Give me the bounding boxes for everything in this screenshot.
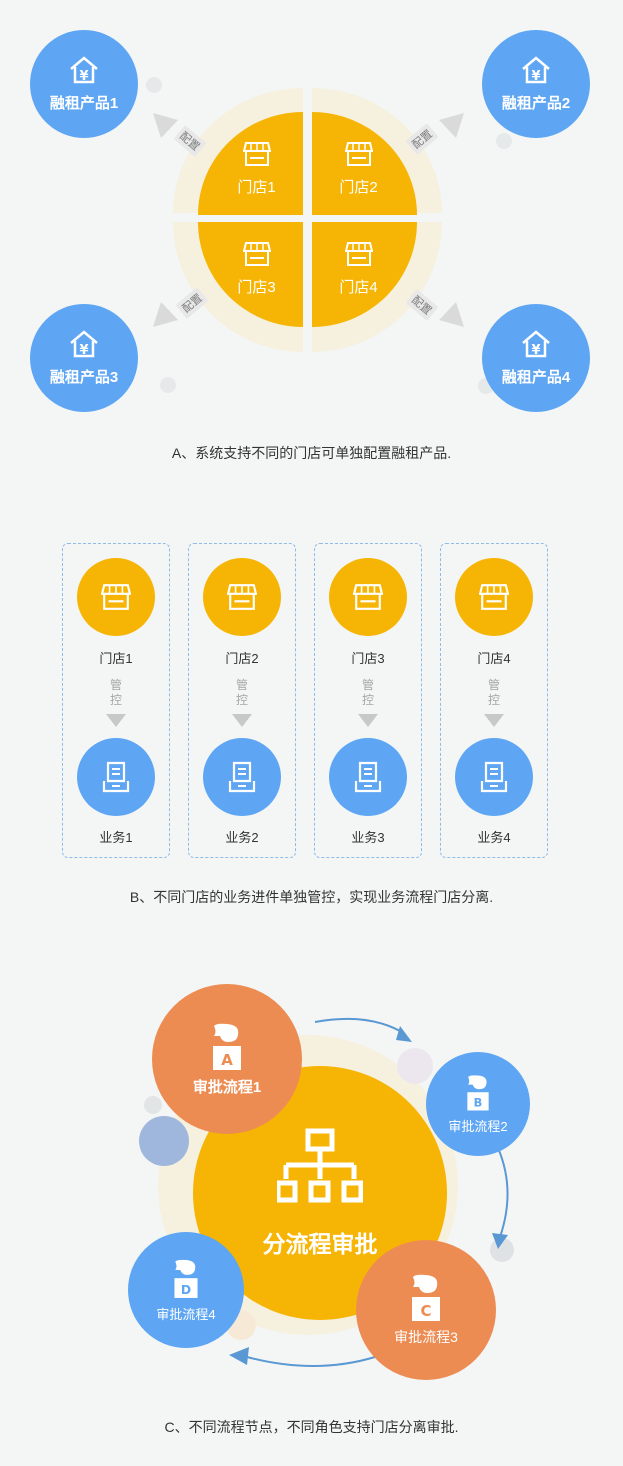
store-label: 门店2 [339,178,378,196]
store-icon [344,241,373,272]
decor-dot [144,1096,162,1114]
svg-text:¥: ¥ [79,343,88,358]
store-circle[interactable] [203,558,281,636]
store-circle[interactable] [329,558,407,636]
caption-c: C、不同流程节点，不同角色支持门店分离审批. [164,1419,459,1435]
control-label: 管控 [487,678,500,707]
svg-text:A: A [221,1051,233,1069]
config-arrow-icon [439,302,464,327]
store-circle[interactable] [77,558,155,636]
org-chart-icon [277,1128,363,1203]
curved-arrow-icon [229,1347,376,1367]
store-label: 门店2 [225,651,259,666]
store-label: 门店4 [339,278,378,296]
down-arrow-icon [484,714,504,727]
business-circle[interactable] [455,738,533,816]
store-label: 门店1 [99,651,133,666]
house-yen-icon: ¥ [520,55,552,90]
curved-arrow-icon [492,1147,509,1249]
store-label: 门店3 [351,651,385,666]
config-arrow-icon [439,113,464,138]
control-label: 管控 [361,678,374,707]
control-label: 管控 [235,678,248,707]
document-icon [480,761,508,793]
store-column-4: 门店4 管控 业务4 [440,543,548,858]
product-circle-2[interactable]: ¥ 融租产品2 [482,30,590,138]
business-label: 业务2 [225,830,259,845]
caption-b: B、不同门店的业务进件单独管控，实现业务流程门店分离. [129,889,494,905]
svg-text:¥: ¥ [531,69,540,84]
product-circle-3[interactable]: ¥ 融租产品3 [30,304,138,412]
store-icon [353,584,383,610]
business-label: 业务4 [477,830,511,845]
store-label: 门店1 [237,178,276,196]
person-badge-icon: D [174,1259,198,1298]
business-circle[interactable] [329,738,407,816]
house-yen-icon: ¥ [520,329,552,364]
product-circle-1[interactable]: ¥ 融租产品1 [30,30,138,138]
person-badge-icon: B [467,1074,489,1110]
store-label: 门店4 [477,651,511,666]
workflow-node-1[interactable]: A 审批流程1 [152,984,302,1134]
store-icon [227,584,257,610]
decor-dot [139,1116,189,1166]
svg-text:D: D [181,1282,191,1296]
store-icon [479,584,509,610]
document-icon [102,761,130,793]
config-arrow-icon [153,113,178,138]
decor-dot [160,377,176,393]
store-icon [242,141,271,172]
product-circle-4[interactable]: ¥ 融租产品4 [482,304,590,412]
svg-text:¥: ¥ [531,343,540,358]
store-column-2: 门店2 管控 业务2 [188,543,296,858]
workflow-node-4[interactable]: D 审批流程4 [128,1232,244,1348]
business-circle[interactable] [203,738,281,816]
person-badge-icon: A [213,1023,241,1070]
store-circle[interactable] [455,558,533,636]
store-icon [101,584,131,610]
svg-text:¥: ¥ [79,69,88,84]
business-label: 业务3 [351,830,385,845]
down-arrow-icon [358,714,378,727]
store-icon [344,141,373,172]
control-label: 管控 [109,678,122,707]
caption-a: A、系统支持不同的门店可单独配置融租产品. [171,445,452,461]
decor-dot [496,133,512,149]
store-column-1: 门店1 管控 业务1 [62,543,170,858]
config-arrow-icon [153,302,178,327]
business-circle[interactable] [77,738,155,816]
workflow-label: 审批流程3 [394,1329,458,1345]
document-icon [354,761,382,793]
decor-dot [397,1048,433,1084]
down-arrow-icon [106,714,126,727]
decor-dot [146,77,162,93]
curved-arrow-icon [314,1017,412,1042]
business-label: 业务1 [99,830,133,845]
house-yen-icon: ¥ [68,329,100,364]
workflow-label: 审批流程4 [156,1306,216,1322]
svg-text:B: B [474,1095,483,1109]
product-label: 融租产品2 [501,95,571,112]
document-icon [228,761,256,793]
svg-text:C: C [420,1302,431,1320]
house-yen-icon: ¥ [68,55,100,90]
product-label: 融租产品3 [49,369,119,386]
product-label: 融租产品1 [49,95,119,112]
down-arrow-icon [232,714,252,727]
workflow-label: 审批流程1 [192,1078,262,1096]
store-column-3: 门店3 管控 业务3 [314,543,422,858]
store-icon [242,241,271,272]
product-label: 融租产品4 [501,369,571,386]
person-badge-icon: C [412,1274,440,1321]
workflow-node-2[interactable]: B 审批流程2 [426,1052,530,1156]
store-label: 门店3 [237,278,276,296]
workflow-label: 审批流程2 [448,1118,508,1134]
center-title: 分流程审批 [262,1231,378,1257]
workflow-node-3[interactable]: C 审批流程3 [356,1240,496,1380]
